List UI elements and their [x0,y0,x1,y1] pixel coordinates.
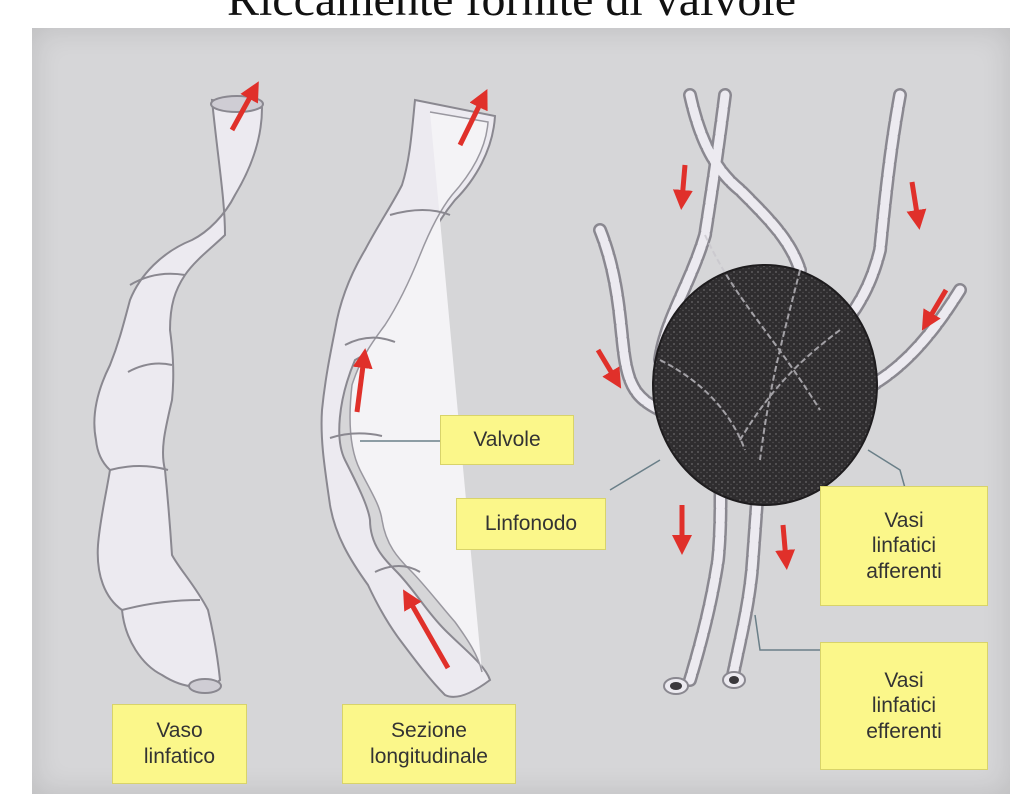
label-valvole: Valvole [440,415,574,465]
label-vaso-linfatico: Vaso linfatico [112,704,247,784]
label-line: Vasi [866,668,942,694]
label-line: linfatici [866,533,942,559]
flow-arrow [598,350,616,380]
label-line: Sezione [370,718,488,744]
label-line: efferenti [866,719,942,745]
label-sezione-longitudinale: Sezione longitudinale [342,704,516,784]
flow-arrow [783,525,786,560]
label-line: Vasi [866,508,942,534]
flow-arrow [912,182,918,220]
leader-line-afferenti [868,450,905,488]
flow-arrow [682,165,685,200]
lymph-vessel-illustration [94,96,263,693]
vessel-section-illustration [322,100,495,697]
label-line: afferenti [866,559,942,585]
label-line: linfatico [144,744,215,770]
label-line: Vaso [144,718,215,744]
label-line: longitudinale [370,744,488,770]
label-linfonodo: Linfonodo [456,498,606,550]
label-line: linfatici [866,693,942,719]
leader-line-efferenti [755,615,825,650]
label-vasi-afferenti: Vasi linfatici afferenti [820,486,988,606]
label-vasi-efferenti: Vasi linfatici efferenti [820,642,988,770]
leader-line-linfonodo [610,460,660,490]
